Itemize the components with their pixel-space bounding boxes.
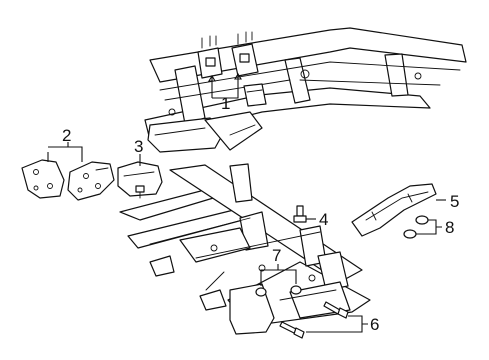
callout-5: 5 (450, 192, 459, 211)
upper-frame-assembly (144, 27, 467, 153)
callout-8: 8 (445, 218, 454, 237)
callout-7: 7 (272, 246, 281, 265)
callout-3: 3 (134, 137, 143, 156)
part-7-nuts (255, 264, 302, 297)
callout-4: 4 (319, 210, 328, 229)
callout-6: 6 (370, 315, 379, 334)
callout-2: 2 (62, 126, 71, 145)
part-8-nuts (403, 215, 442, 239)
part-4-bolt (293, 205, 316, 223)
part-2-brackets (21, 159, 115, 201)
part-3-mount (117, 161, 163, 199)
callout-1: 1 (221, 94, 230, 113)
callout-2-leaders (47, 142, 83, 162)
part-5-bracket (351, 183, 446, 237)
callout-1-leaders (208, 72, 242, 99)
part-6-bolts (279, 301, 368, 339)
